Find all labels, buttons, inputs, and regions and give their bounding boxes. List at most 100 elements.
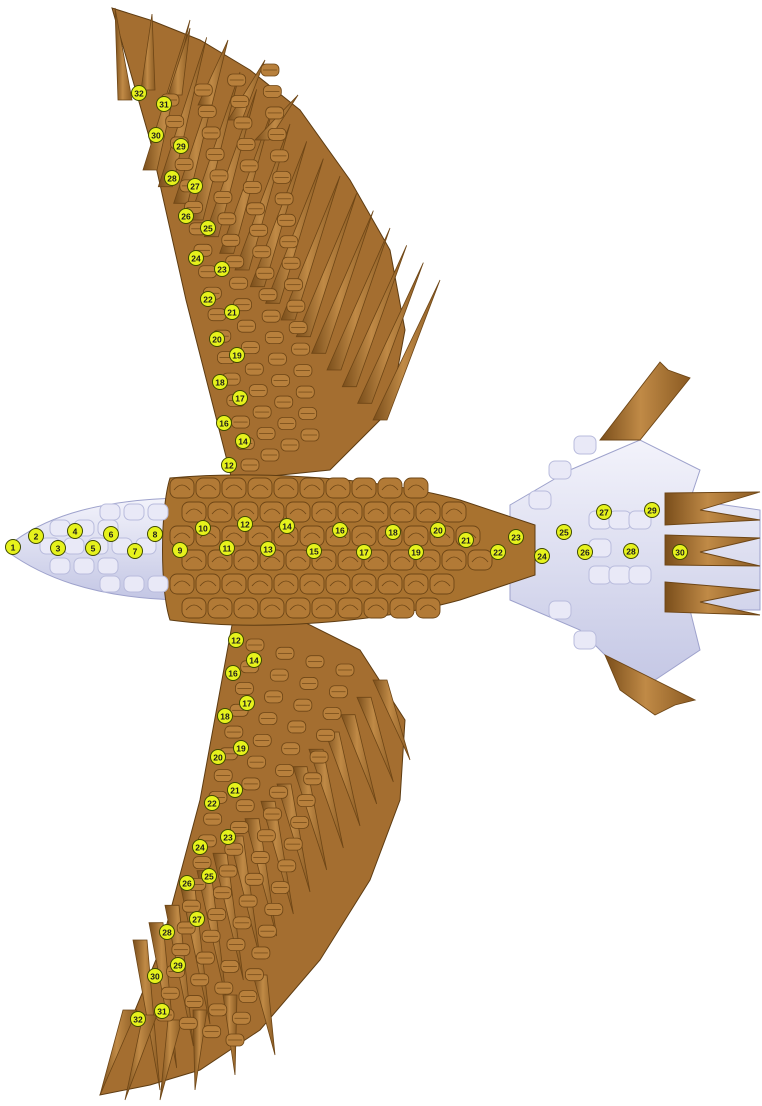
row-number-marker: 11 — [220, 541, 235, 556]
row-number-marker: 32 — [132, 86, 147, 101]
marker-label: 4 — [73, 527, 78, 537]
row-number-marker: 2 — [29, 529, 44, 544]
body-module — [338, 598, 362, 618]
marker-label: 22 — [203, 295, 213, 305]
row-number-marker: 25 — [557, 525, 572, 540]
head-module — [100, 504, 120, 520]
marker-label: 28 — [167, 174, 177, 184]
body-module — [300, 526, 324, 546]
body-module — [468, 550, 492, 570]
body-module — [442, 502, 466, 522]
marker-label: 16 — [228, 669, 238, 679]
tail-module — [574, 631, 596, 649]
body-module — [338, 502, 362, 522]
marker-label: 12 — [231, 636, 241, 646]
marker-label: 14 — [282, 522, 292, 532]
row-number-marker: 14 — [247, 653, 262, 668]
row-number-marker: 19 — [230, 348, 245, 363]
row-number-marker: 15 — [307, 544, 322, 559]
row-number-marker: 29 — [171, 958, 186, 973]
body-module — [182, 598, 206, 618]
marker-label: 20 — [213, 753, 223, 763]
row-number-marker: 3 — [51, 541, 66, 556]
marker-label: 1 — [11, 543, 16, 553]
row-number-marker: 28 — [165, 171, 180, 186]
head-module — [98, 558, 118, 574]
body-module — [364, 502, 388, 522]
marker-label: 28 — [162, 928, 172, 938]
marker-label: 6 — [109, 530, 114, 540]
row-number-marker: 16 — [333, 523, 348, 538]
body-module — [390, 598, 414, 618]
tail-module — [629, 566, 651, 584]
marker-label: 14 — [238, 437, 248, 447]
row-number-marker: 19 — [409, 545, 424, 560]
row-number-marker: 12 — [222, 458, 237, 473]
marker-label: 20 — [212, 335, 222, 345]
row-number-marker: 14 — [236, 434, 251, 449]
row-number-marker: 12 — [229, 633, 244, 648]
body-module — [274, 478, 298, 498]
row-number-marker: 24 — [535, 549, 550, 564]
row-number-marker: 30 — [148, 969, 163, 984]
row-number-marker: 21 — [225, 305, 240, 320]
body-module — [234, 550, 258, 570]
marker-label: 26 — [580, 548, 590, 558]
marker-label: 20 — [433, 526, 443, 536]
body-module — [248, 478, 272, 498]
body-module — [222, 478, 246, 498]
row-number-marker: 30 — [673, 545, 688, 560]
head-module — [100, 576, 120, 592]
row-number-marker: 1 — [6, 540, 21, 555]
head-module — [50, 558, 70, 574]
marker-label: 26 — [182, 879, 192, 889]
row-number-marker: 18 — [218, 709, 233, 724]
row-number-marker: 20 — [210, 332, 225, 347]
tail-module — [529, 491, 551, 509]
row-number-marker: 26 — [578, 545, 593, 560]
row-number-marker: 18 — [213, 375, 228, 390]
row-number-marker: 24 — [193, 840, 208, 855]
row-number-marker: 6 — [104, 527, 119, 542]
body-module — [404, 574, 428, 594]
row-number-marker: 25 — [202, 869, 217, 884]
lower-wing — [100, 620, 410, 1100]
row-number-marker: 27 — [188, 179, 203, 194]
body-module — [182, 502, 206, 522]
marker-label: 5 — [91, 544, 96, 554]
body-module — [326, 478, 350, 498]
body-module — [404, 478, 428, 498]
row-number-marker: 31 — [157, 97, 172, 112]
tail-module — [574, 436, 596, 454]
marker-label: 11 — [223, 544, 232, 554]
marker-label: 24 — [191, 254, 201, 264]
marker-label: 8 — [153, 530, 158, 540]
row-number-marker: 22 — [201, 292, 216, 307]
row-number-marker: 18 — [386, 525, 401, 540]
marker-label: 30 — [150, 972, 160, 982]
row-number-marker: 13 — [261, 542, 276, 557]
marker-label: 24 — [195, 843, 205, 853]
row-number-marker: 28 — [160, 925, 175, 940]
marker-label: 29 — [176, 142, 186, 152]
body-module — [404, 526, 428, 546]
body-module — [222, 574, 246, 594]
body-module — [274, 574, 298, 594]
marker-label: 23 — [223, 833, 233, 843]
row-number-marker: 17 — [240, 696, 255, 711]
row-number-marker: 29 — [645, 503, 660, 518]
marker-label: 27 — [192, 915, 202, 925]
marker-label: 19 — [411, 548, 421, 558]
marker-label: 17 — [242, 699, 252, 709]
marker-label: 12 — [240, 520, 250, 530]
row-number-marker: 21 — [228, 783, 243, 798]
row-number-marker: 7 — [128, 544, 143, 559]
body-module — [286, 598, 310, 618]
marker-label: 22 — [207, 799, 217, 809]
row-number-marker: 10 — [196, 521, 211, 536]
marker-label: 2 — [34, 532, 39, 542]
body-module — [378, 478, 402, 498]
body-module — [364, 598, 388, 618]
row-number-marker: 28 — [624, 544, 639, 559]
marker-label: 24 — [537, 552, 547, 562]
